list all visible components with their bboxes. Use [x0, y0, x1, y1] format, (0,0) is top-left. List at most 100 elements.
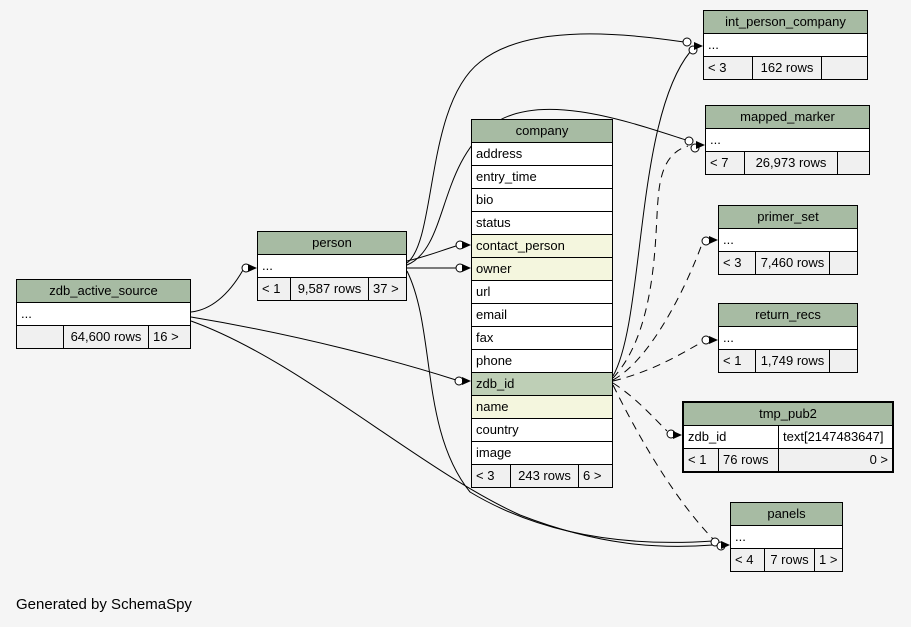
footer-parents: 1 > [814, 549, 842, 571]
table-footer: 64,600 rows 16 > [17, 326, 190, 348]
footer-rowcount: 9,587 rows [290, 278, 368, 300]
rel-company-intpersoncompany [612, 51, 691, 377]
table-footer: < 3 7,460 rows [719, 252, 857, 274]
column-fax: fax [472, 327, 612, 350]
footer-rowcount: 76 rows [718, 449, 778, 471]
column-name: name [472, 396, 612, 419]
table-int-person-company[interactable]: int_person_company ... < 3 162 rows [703, 10, 868, 80]
column-zdb-id: zdb_id [472, 373, 612, 396]
table-return-recs[interactable]: return_recs ... < 1 1,749 rows [718, 303, 858, 373]
column-row-ellipsis: ... [719, 229, 857, 252]
table-mapped-marker[interactable]: mapped_marker ... < 7 26,973 rows [705, 105, 870, 175]
rel-zdbactivesource-person [190, 269, 244, 313]
table-footer: < 4 7 rows 1 > [731, 549, 842, 571]
table-footer: < 1 1,749 rows [719, 350, 857, 372]
column-image: image [472, 442, 612, 465]
table-zdb-active-source[interactable]: zdb_active_source ... 64,600 rows 16 > [16, 279, 191, 349]
generated-by-label: Generated by SchemaSpy [16, 596, 192, 613]
column-row-zdbid: zdb_id text[2147483647] [684, 426, 892, 449]
table-footer: < 1 76 rows 0 > [684, 449, 892, 471]
table-footer: < 7 26,973 rows [706, 152, 869, 174]
footer-children: < 7 [710, 155, 729, 170]
column-row-ellipsis: ... [17, 303, 190, 326]
endpoint-company-zdbid [454, 376, 471, 386]
column-phone: phone [472, 350, 612, 373]
footer-parents: 6 > [578, 465, 612, 487]
table-title[interactable]: mapped_marker [706, 106, 869, 129]
rel-person-company-contactperson [406, 245, 457, 262]
endpoint-int-person-company [682, 37, 703, 55]
footer-parents: 16 > [148, 326, 190, 348]
table-tmp-pub2[interactable]: tmp_pub2 zdb_id text[2147483647] < 1 76 … [682, 401, 894, 473]
footer-rowcount: 243 rows [510, 465, 578, 487]
table-title[interactable]: company [472, 120, 612, 143]
column-row-ellipsis: ... [704, 34, 867, 57]
footer-parents [837, 152, 869, 174]
column-bio: bio [472, 189, 612, 212]
footer-children: < 4 [735, 552, 754, 567]
endpoint-owner [455, 263, 471, 273]
column-country: country [472, 419, 612, 442]
column-url: url [472, 281, 612, 304]
table-title[interactable]: return_recs [719, 304, 857, 327]
column-row-ellipsis: ... [731, 526, 842, 549]
endpoint-primer-set [701, 236, 718, 246]
rel-person-intpersoncompany [406, 33, 685, 264]
column-email: email [472, 304, 612, 327]
footer-rowcount: 26,973 rows [744, 152, 837, 174]
column-owner: owner [472, 258, 612, 281]
footer-children: < 3 [723, 255, 742, 270]
footer-parents: 37 > [368, 278, 406, 300]
footer-parents [821, 57, 867, 79]
footer-rowcount: 64,600 rows [63, 326, 148, 348]
endpoint-return-recs [701, 335, 718, 345]
footer-children: < 1 [688, 452, 707, 467]
table-title[interactable]: tmp_pub2 [684, 403, 892, 426]
footer-rowcount: 7,460 rows [755, 252, 829, 274]
column-row-ellipsis: ... [706, 129, 869, 152]
rel-zdbactivesource-company-zdbid [190, 316, 457, 381]
footer-parents [829, 350, 857, 372]
endpoint-person [241, 263, 257, 273]
footer-rowcount: 1,749 rows [755, 350, 829, 372]
endpoint-contact-person [455, 240, 471, 250]
table-company[interactable]: company address entry_time bio status co… [471, 119, 613, 488]
footer-children: < 3 [708, 60, 727, 75]
table-person[interactable]: person ... < 1 9,587 rows 37 > [257, 231, 407, 301]
column-name: zdb_id [684, 426, 779, 448]
footer-rowcount: 7 rows [764, 549, 814, 571]
rel-zdbactivesource-panels [190, 320, 714, 547]
implied-company-panels [612, 384, 715, 541]
column-entry-time: entry_time [472, 166, 612, 189]
rel-person-panels [406, 270, 714, 543]
table-title[interactable]: person [258, 232, 406, 255]
table-title[interactable]: primer_set [719, 206, 857, 229]
table-footer: < 1 9,587 rows 37 > [258, 278, 406, 300]
footer-children [17, 326, 63, 348]
footer-parents: 0 > [778, 449, 892, 471]
implied-company-mappedmarker [612, 145, 689, 379]
footer-children: < 3 [476, 468, 495, 483]
column-type: text[2147483647] [783, 429, 884, 444]
table-panels[interactable]: panels ... < 4 7 rows 1 > [730, 502, 843, 572]
column-row-ellipsis: ... [258, 255, 406, 278]
table-primer-set[interactable]: primer_set ... < 3 7,460 rows [718, 205, 858, 275]
footer-parents [829, 252, 857, 274]
column-status: status [472, 212, 612, 235]
column-address: address [472, 143, 612, 166]
table-title[interactable]: panels [731, 503, 842, 526]
table-title[interactable]: int_person_company [704, 11, 867, 34]
footer-children: < 1 [723, 353, 742, 368]
footer-rowcount: 162 rows [752, 57, 821, 79]
endpoint-panels [710, 537, 730, 551]
table-title[interactable]: zdb_active_source [17, 280, 190, 303]
footer-children: < 1 [262, 281, 281, 296]
column-contact-person: contact_person [472, 235, 612, 258]
column-row-ellipsis: ... [719, 327, 857, 350]
endpoint-mapped-marker [684, 136, 705, 153]
table-footer: < 3 162 rows [704, 57, 867, 79]
implied-company-primerset [612, 243, 703, 381]
table-footer: < 3 243 rows 6 > [472, 465, 612, 487]
